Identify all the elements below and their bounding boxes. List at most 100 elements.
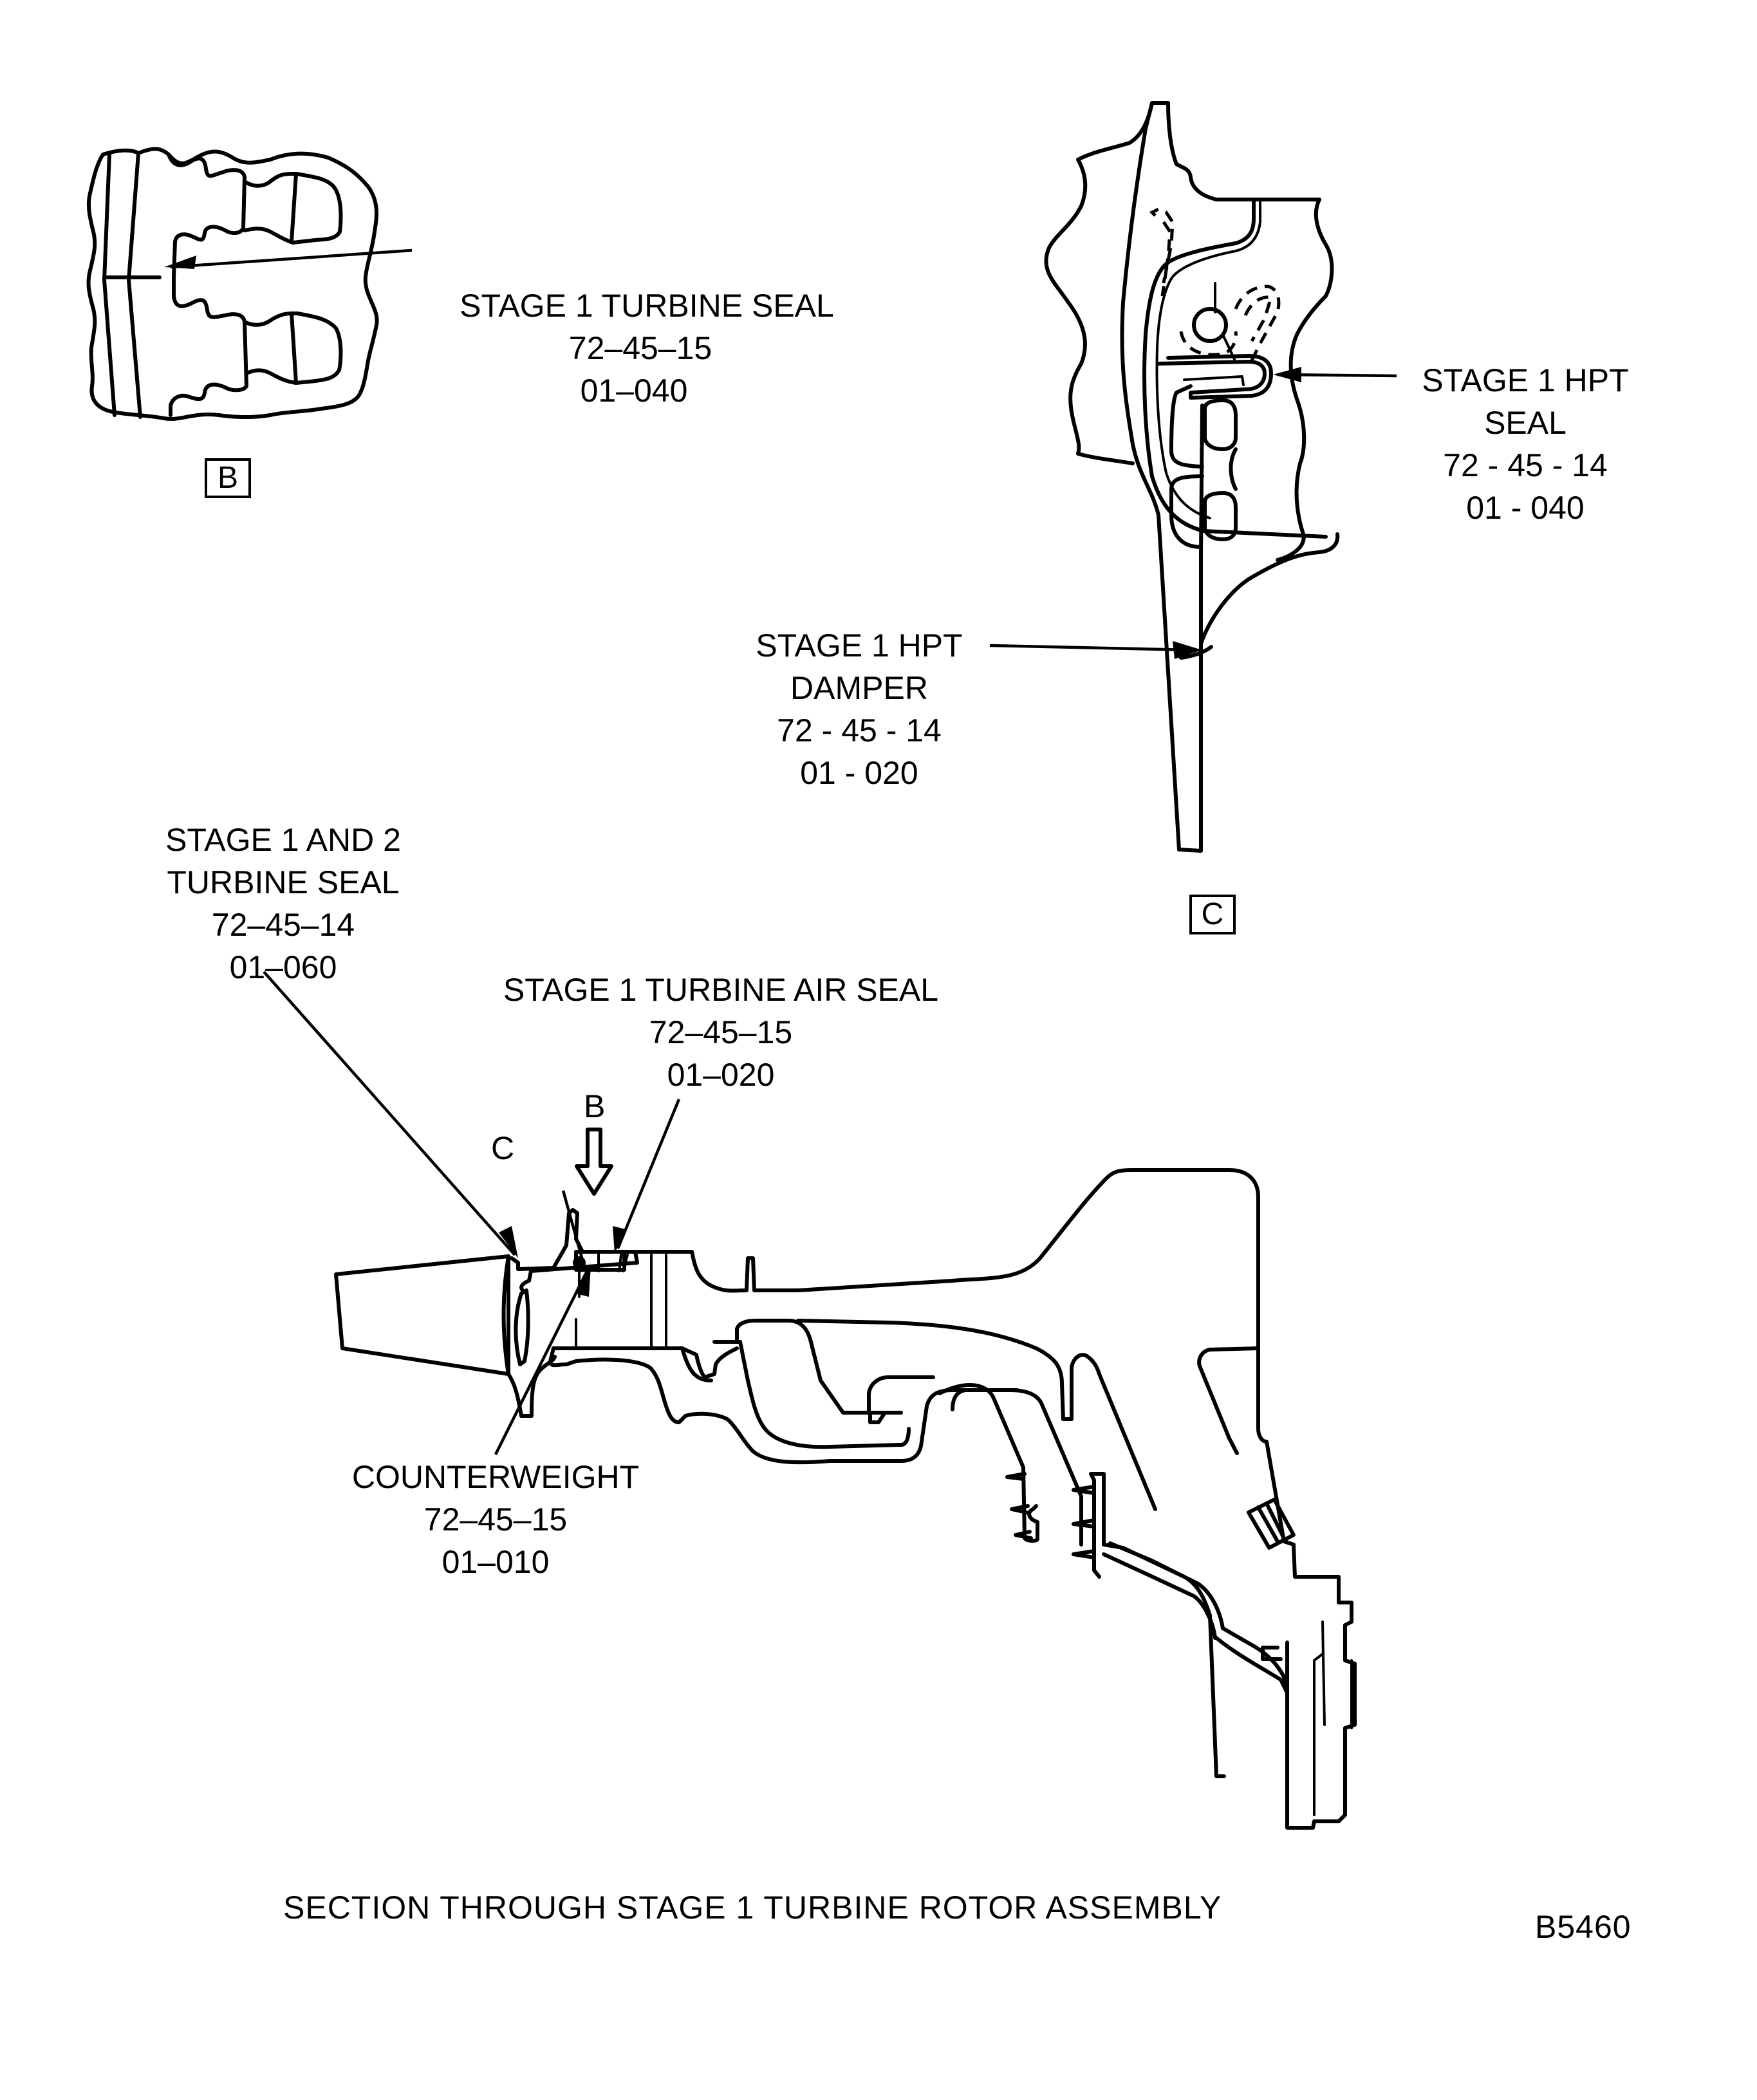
detail-b-blade-root-lower-divider <box>290 311 298 385</box>
detail-c-damper-arrowhead <box>1173 641 1202 659</box>
detail-c-damper-post <box>1169 384 1238 555</box>
detail-b-seal-leader <box>170 248 413 269</box>
detail-b-seal-callout: STAGE 1 TURBINE SEAL 72–45–15 01–040 <box>422 284 872 412</box>
callout-line: 72–45–15 <box>649 1014 793 1050</box>
detail-c-ref-box: C <box>1189 895 1236 934</box>
callout-line: 01–060 <box>229 949 337 985</box>
detail-c-alt-seal-position-outer <box>1162 221 1172 284</box>
callout-line: STAGE 1 TURBINE AIR SEAL <box>503 972 939 1008</box>
detail-b-drawing <box>86 147 413 421</box>
disk-web-lower <box>552 1346 739 1379</box>
counterweight-leader <box>494 1270 589 1456</box>
disk-right-side <box>1197 1337 1260 1455</box>
callout-line: 72 - 45 - 14 <box>777 712 942 748</box>
knife-edge-arm-left-inner <box>992 1388 1083 1547</box>
view-b-arrow-icon <box>575 1128 613 1196</box>
counterweight-dot <box>573 1256 586 1269</box>
seal-knife-edge <box>618 1254 629 1272</box>
callout-line: 72–45–15 <box>568 330 712 366</box>
detail-c-lower-flare <box>1199 532 1340 646</box>
detail-c-seal-arm <box>1142 198 1328 539</box>
disk-rim <box>635 1250 800 1293</box>
callout-line: 01–010 <box>442 1544 550 1580</box>
stage-1-turbine-air-seal-callout: STAGE 1 TURBINE AIR SEAL 72–45–15 01–020 <box>444 969 998 1096</box>
callout-line: 01–020 <box>667 1057 775 1093</box>
blade-airfoil <box>334 1254 510 1376</box>
detail-c-hpt-seal <box>1157 354 1273 400</box>
detail-c-alt-seal-position-upper <box>1149 207 1175 297</box>
callout-line: STAGE 1 HPT <box>1422 362 1629 398</box>
detail-b-fir-tree <box>167 153 248 417</box>
callout-line: 72 - 45 - 14 <box>1443 447 1608 483</box>
knife-edge-arm-left <box>938 1383 1039 1543</box>
detail-c-hpt-seal-callout: STAGE 1 HPT SEAL 72 - 45 - 14 01 - 040 <box>1390 359 1660 529</box>
detail-c-hpt-damper-callout: STAGE 1 HPT DAMPER 72 - 45 - 14 01 - 020 <box>727 624 991 794</box>
detail-c-damper-upper <box>1203 398 1238 451</box>
outer-stepped-arm <box>1256 1346 1357 1830</box>
callout-line: SEAL <box>1484 405 1566 441</box>
knife-edges-right <box>1072 1485 1096 1559</box>
detail-b-seal-arrowhead <box>164 256 196 269</box>
knife-edge-arm-right <box>1061 1353 1226 1778</box>
stage-1-2-seal-arrowhead <box>499 1226 518 1258</box>
detail-b-blade-root-upper-divider <box>290 172 298 243</box>
callout-line: STAGE 1 HPT <box>756 627 963 664</box>
figure-id: B5460 <box>1535 1909 1632 1945</box>
view-c-leader <box>561 1190 584 1261</box>
knife-edges-left <box>1005 1472 1033 1540</box>
disk-hook-inner <box>680 1340 911 1449</box>
detail-c-seal-arm-inner <box>1155 198 1261 519</box>
callout-line: TURBINE SEAL <box>167 864 400 900</box>
callout-line: COUNTERWEIGHT <box>351 1459 640 1495</box>
detail-b-blade-root-lower <box>243 311 343 385</box>
callout-line: 01–040 <box>580 373 688 409</box>
view-b-marker: B <box>584 1088 606 1124</box>
detail-c-disk-post-left <box>1120 101 1181 851</box>
detail-c-disk-post-right <box>1150 101 1321 201</box>
disk-hub-step <box>735 1319 903 1415</box>
detail-c-left-break <box>1044 101 1154 465</box>
outer-plate-inner <box>1313 1621 1353 1816</box>
detail-c-damper-lower <box>1203 491 1238 541</box>
detail-b-disk-face-line <box>102 153 116 417</box>
detail-b-ref-box: B <box>205 458 251 498</box>
air-seal-arrowhead <box>613 1226 626 1254</box>
stage-1-2-turbine-seal-callout: STAGE 1 AND 2 TURBINE SEAL 72–45–14 01–0… <box>116 819 451 989</box>
detail-c-alt-seal-position-right <box>1234 284 1281 362</box>
detail-c-right-break <box>1276 198 1334 562</box>
callout-line: 72–45–15 <box>423 1501 568 1538</box>
inner-flange <box>1261 1646 1283 1661</box>
detail-c-seal-arrowhead <box>1273 367 1301 382</box>
detail-c-drawing <box>989 101 1397 853</box>
callout-line: 01 - 040 <box>1466 490 1585 526</box>
blade-root-cavity <box>514 1288 530 1366</box>
counterweight-arrowhead <box>576 1267 591 1297</box>
detail-c-hpt-seal-inner <box>1183 375 1245 386</box>
counterweight-callout: COUNTERWEIGHT 72–45–15 01–010 <box>309 1456 682 1583</box>
callout-line: 01 - 020 <box>800 755 918 791</box>
detail-c-damper-leader <box>989 644 1191 652</box>
detail-b-rim-line <box>127 151 142 419</box>
callout-line: 72–45–14 <box>211 907 355 943</box>
section-caption: SECTION THROUGH STAGE 1 TURBINE ROTOR AS… <box>283 1890 1222 1926</box>
disk-hub-block <box>867 1375 935 1424</box>
callout-line: STAGE 1 TURBINE SEAL <box>460 288 834 324</box>
seal-plate-arm <box>1102 1541 1225 1640</box>
disk-lower-contour <box>796 1319 1074 1421</box>
seal-plate-lower <box>1214 1626 1289 1695</box>
view-c-marker: C <box>491 1130 515 1166</box>
detail-c-damper-shoe <box>1179 645 1213 660</box>
detail-c-disk-post-bottom <box>1177 552 1203 853</box>
detail-c-retaining-pin <box>1192 307 1228 343</box>
disk-lower-flange <box>548 1346 1019 1465</box>
callout-line: DAMPER <box>790 670 928 706</box>
detail-b-outline <box>86 147 379 421</box>
detail-b-blade-root-upper <box>243 172 343 245</box>
air-seal-leader <box>616 1099 681 1249</box>
callout-line: STAGE 1 AND 2 <box>165 822 401 858</box>
detail-c-alt-seal-position-right-inner <box>1243 295 1274 342</box>
stage-1-2-seal-leader <box>263 971 516 1256</box>
rotor-section-drawing <box>263 971 1357 1830</box>
disk-upper-contour <box>796 1168 1260 1341</box>
